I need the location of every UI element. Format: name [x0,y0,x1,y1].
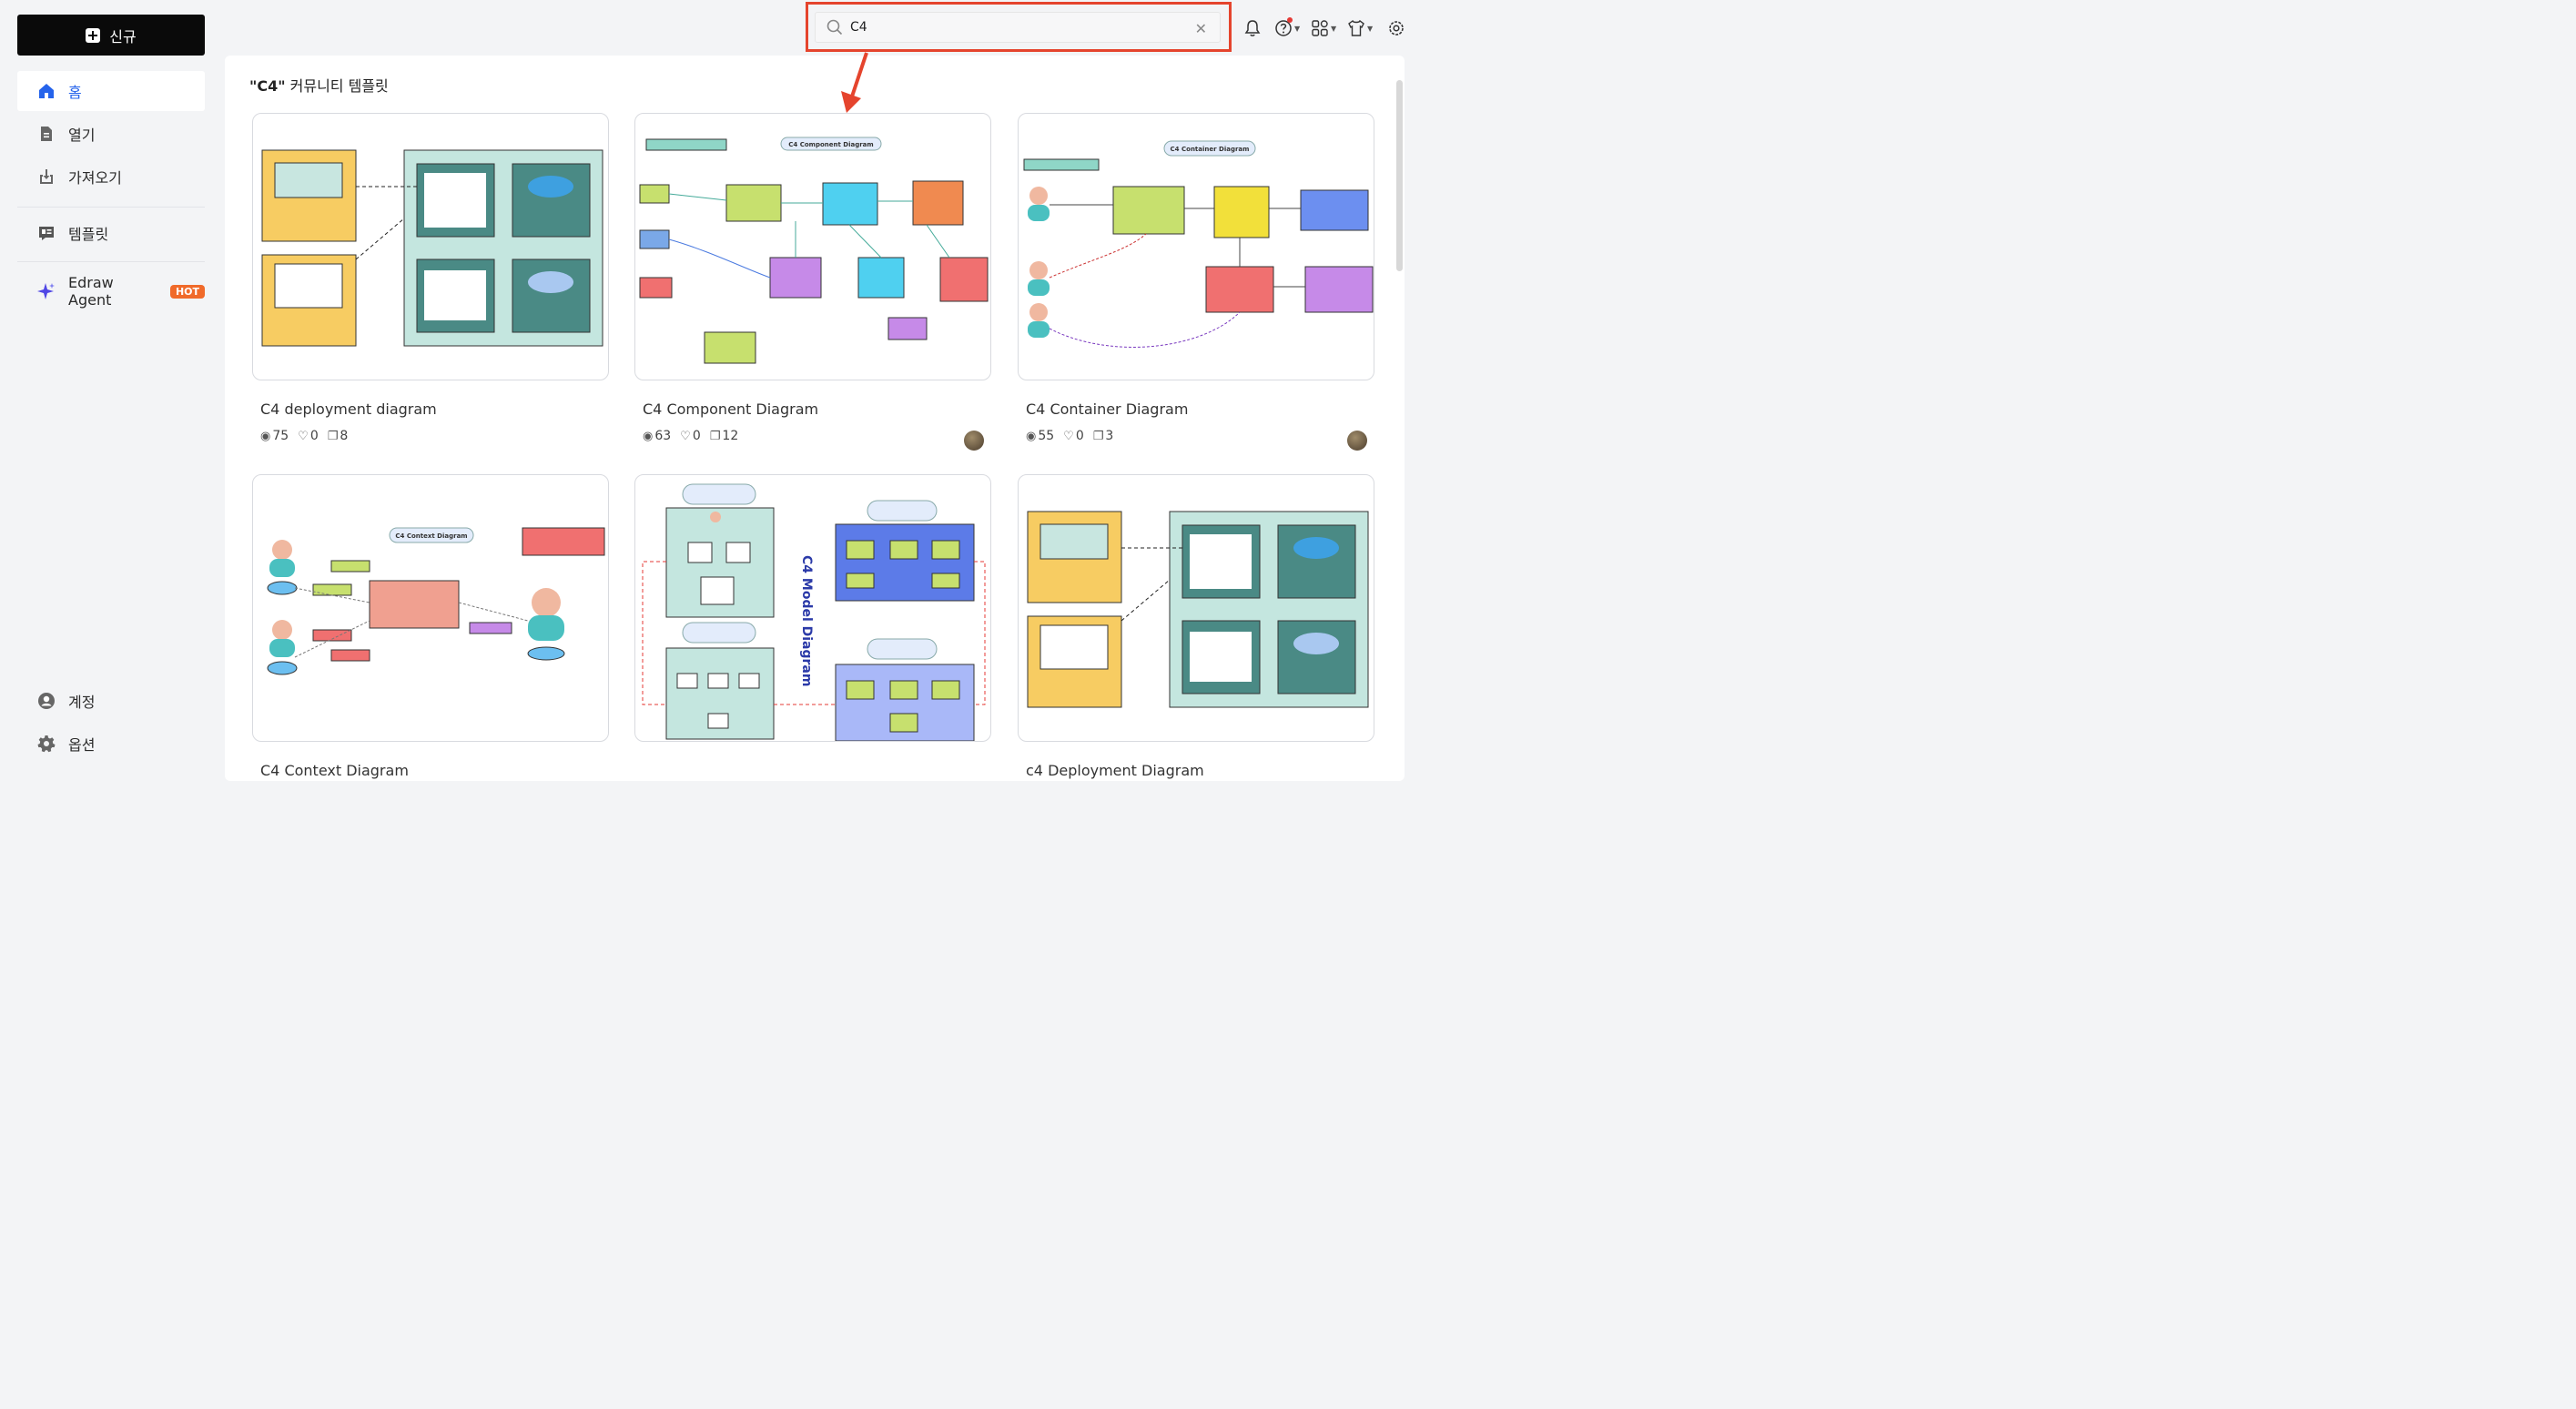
template-card[interactable]: c4 Deployment Diagram [1018,474,1374,779]
sidebar-item-label: Edraw Agent [68,274,114,309]
help-icon[interactable]: ▼ [1274,17,1300,38]
svg-text:C4 Container Diagram: C4 Container Diagram [1171,146,1250,153]
settings-gear-icon[interactable] [1387,18,1405,38]
likes-heart-icon: ♡ [1063,429,1074,443]
template-thumbnail[interactable]: C4 Container Diagram [1018,113,1374,380]
views-eye-icon: ◉ [1026,429,1037,443]
settings-gear-icon [37,735,56,753]
likes-heart-icon: ♡ [298,429,309,443]
template-title[interactable]: C4 Component Diagram [643,400,819,418]
search-box[interactable]: ✕ [815,12,1221,43]
file-icon [41,127,52,141]
template-thumbnail[interactable] [1018,474,1374,742]
plus-icon [86,27,101,43]
template-title[interactable]: C4 Container Diagram [1026,400,1189,418]
template-stats: ◉55 ♡0 ❐3 [1026,429,1114,443]
template-card[interactable]: C4 Model Diagram [634,474,991,742]
template-card[interactable]: C4 Component Diagram C4 Component Diagra… [634,113,991,451]
sparkle-icon [37,283,55,299]
template-stats: ◉63 ♡0 ❐12 [643,429,739,443]
sidebar-divider [17,261,205,262]
red-arrow-annotation [841,52,868,113]
search-input[interactable] [850,20,1178,35]
notification-bell-icon[interactable] [1243,18,1262,38]
shirt-theme-icon[interactable]: ▼ [1347,18,1373,38]
sidebar-item-open[interactable]: 열기 [17,114,205,154]
template-title[interactable]: C4 deployment diagram [260,400,437,418]
sidebar-item-label: 홈 [68,84,82,101]
sidebar-item-label: 옵션 [68,736,96,754]
sidebar-item-options[interactable]: 옵션 [17,724,205,764]
results-heading: "C4" 커뮤니티 템플릿 [249,77,389,95]
sidebar-item-edraw-agent[interactable]: Edraw Agent HOT [17,271,205,311]
views-eye-icon: ◉ [643,429,654,443]
template-thumbnail[interactable]: C4 Component Diagram [634,113,991,380]
sidebar-item-label: 열기 [68,127,96,144]
template-stats: ◉75 ♡0 ❐8 [260,429,349,443]
clear-search-icon[interactable]: ✕ [1194,20,1207,37]
apps-grid-icon[interactable]: ▼ [1311,18,1336,38]
template-card[interactable]: C4 Context Diagram C4 Context Diagram [252,474,609,779]
svg-text:C4 Component Diagram: C4 Component Diagram [788,141,873,148]
sidebar-item-templates[interactable]: 템플릿 [17,213,205,253]
new-button-label: 신규 [109,27,137,46]
template-thumbnail[interactable]: C4 Context Diagram [252,474,609,742]
copies-icon: ❐ [709,429,721,443]
author-avatar[interactable] [964,431,984,451]
author-avatar[interactable] [1347,431,1367,451]
sidebar-item-import[interactable]: 가져오기 [17,157,205,197]
template-title[interactable]: C4 Context Diagram [260,762,409,779]
search-icon [827,19,843,35]
likes-heart-icon: ♡ [680,429,691,443]
sidebar-item-account[interactable]: 계정 [17,681,205,721]
template-card[interactable]: C4 deployment diagram ◉75 ♡0 ❐8 [252,113,609,443]
svg-text:C4 Model Diagram: C4 Model Diagram [799,555,814,686]
scrollbar[interactable] [1396,80,1403,271]
copies-icon: ❐ [1092,429,1104,443]
new-button[interactable]: 신규 [17,15,205,56]
template-card[interactable]: C4 Container Diagram C4 Container Diagra… [1018,113,1374,451]
sidebar-item-label: 계정 [68,694,96,711]
hot-badge: HOT [169,284,205,299]
sidebar: 신규 홈 열기 가져오기 템플릿 Edraw Agent HOT 계정 옵션 [0,0,222,781]
svg-text:C4 Context Diagram: C4 Context Diagram [395,532,467,540]
sidebar-item-home[interactable]: 홈 [17,71,205,111]
sidebar-divider [17,207,205,208]
sidebar-item-label: 가져오기 [68,169,122,187]
account-icon [38,693,55,709]
views-eye-icon: ◉ [260,429,271,443]
template-thumbnail[interactable]: C4 Model Diagram [634,474,991,742]
home-icon [39,84,54,98]
template-icon [39,227,54,240]
search-highlight-frame [806,2,1232,52]
help-notification-dot [1287,17,1293,23]
import-icon [40,169,53,184]
sidebar-item-label: 템플릿 [68,226,109,243]
template-title[interactable]: c4 Deployment Diagram [1026,762,1204,779]
copies-icon: ❐ [327,429,339,443]
template-thumbnail[interactable] [252,113,609,380]
